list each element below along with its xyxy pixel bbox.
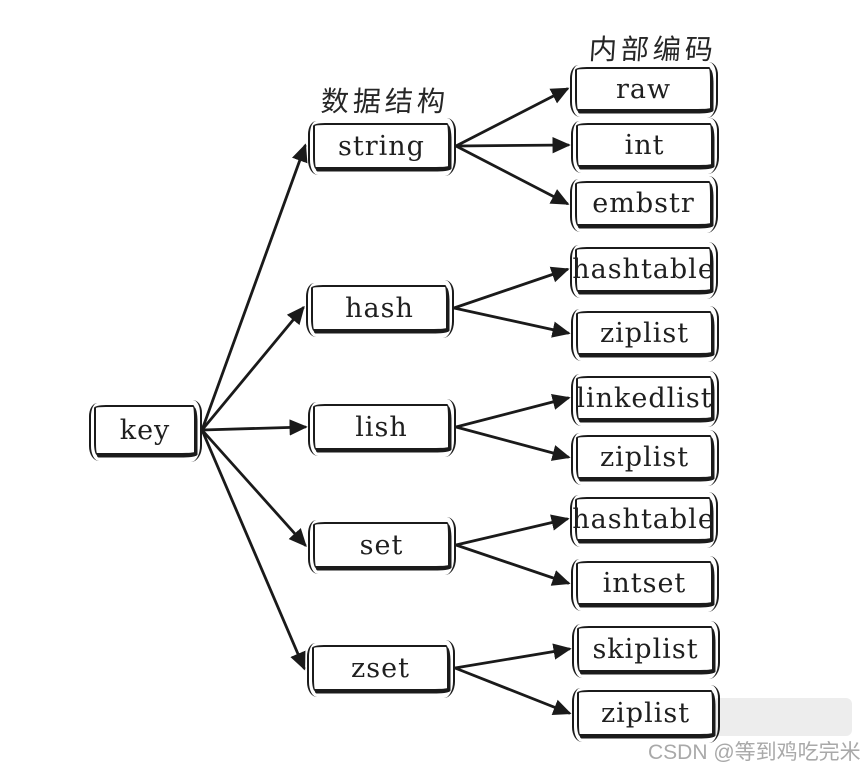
column-header-internal-encoding: 内部编码 — [587, 33, 719, 66]
watermark-background-smudge — [712, 698, 852, 736]
watermark: CSDN @等到鸡吃完米 — [648, 741, 860, 764]
arrow-key-to-set — [200, 428, 307, 548]
node-label: ziplist — [599, 317, 690, 349]
diagram-node-intset: intset — [571, 556, 719, 612]
diagram-node-hashtable2: hashtable — [570, 492, 718, 548]
arrow-zset-to-skiplist — [453, 643, 572, 670]
arrow-key-to-lish — [200, 419, 308, 436]
arrow-string-to-int — [454, 136, 571, 154]
node-label: set — [359, 529, 404, 561]
node-label: hash — [345, 292, 414, 324]
arrow-string-to-raw — [454, 87, 570, 148]
diagram-node-ziplist2: ziplist — [571, 430, 719, 486]
diagram-node-set: set — [308, 517, 456, 575]
node-label: raw — [615, 73, 672, 105]
arrow-zset-to-ziplist3 — [453, 666, 572, 715]
arrow-lish-to-linkedlist — [454, 393, 571, 429]
node-label: hashtable — [572, 503, 715, 535]
diagram-node-raw: raw — [570, 62, 718, 118]
node-label: hashtable — [572, 254, 715, 285]
diagram-node-hashtable1: hashtable — [570, 242, 718, 299]
arrow-hash-to-hashtable1 — [452, 266, 570, 310]
diagram-node-ziplist3: ziplist — [572, 685, 720, 743]
node-label: lish — [355, 411, 408, 443]
arrow-key-to-zset — [200, 428, 306, 671]
arrow-hash-to-ziplist1 — [452, 306, 571, 338]
arrow-lish-to-ziplist2 — [454, 425, 571, 461]
node-label: zset — [351, 652, 410, 684]
node-label: skiplist — [592, 633, 699, 665]
diagram-node-ziplist1: ziplist — [571, 306, 719, 362]
diagram-node-int: int — [571, 118, 719, 174]
node-label: ziplist — [599, 441, 690, 473]
node-label: linkedlist — [576, 382, 713, 414]
diagram-node-embstr: embstr — [570, 176, 718, 233]
arrow-set-to-hashtable2 — [454, 514, 570, 547]
arrow-key-to-hash — [200, 305, 305, 432]
arrow-key-to-string — [200, 143, 308, 432]
diagram-node-linkedlist: linkedlist — [571, 371, 719, 427]
node-label: int — [624, 129, 665, 161]
diagram-node-hash: hash — [306, 280, 454, 338]
node-label: embstr — [592, 188, 695, 219]
diagram-node-skiplist: skiplist — [572, 621, 720, 679]
arrow-set-to-intset — [454, 543, 571, 586]
diagram-node-string: string — [308, 118, 456, 176]
diagram-node-zset: zset — [307, 640, 455, 698]
diagram-node-lish: lish — [308, 399, 456, 457]
column-header-data-structure: 数据结构 — [319, 85, 451, 118]
arrow-string-to-embstr — [454, 144, 570, 205]
node-label: ziplist — [600, 697, 691, 729]
node-label: intset — [602, 567, 687, 599]
diagram-node-key: key — [89, 400, 202, 462]
node-label: string — [338, 130, 425, 162]
node-label: key — [119, 414, 171, 446]
